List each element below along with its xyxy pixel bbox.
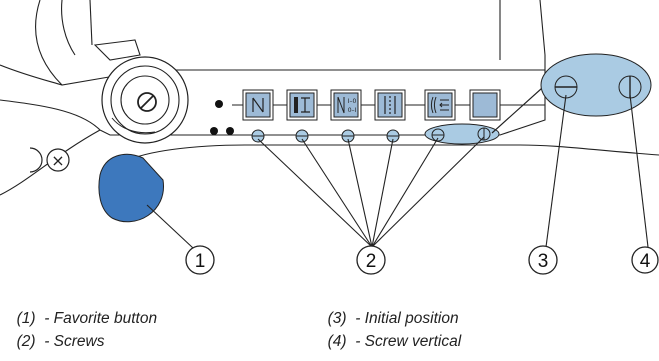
svg-text:4: 4 <box>640 251 651 272</box>
screw-4 <box>386 129 400 143</box>
side-bracket <box>29 147 43 173</box>
leader-2d <box>371 138 394 248</box>
legend-text: - Favorite button <box>44 310 158 327</box>
leader-1 <box>146 204 194 249</box>
legend-text: - Initial position <box>355 310 459 327</box>
legend-number: (3) <box>327 310 347 327</box>
leader-3 <box>545 94 567 248</box>
small-knob <box>46 148 70 172</box>
panel-button-4[interactable] <box>374 89 406 121</box>
legend-text: - Screws <box>44 333 105 350</box>
callout-2: 2 <box>356 245 386 275</box>
legend-item-1: (1) - Favorite button <box>8 292 157 328</box>
indicator-dots <box>210 100 234 135</box>
panel-button-2[interactable] <box>286 89 318 121</box>
bobbin-winder <box>93 39 189 144</box>
screw-highlight-large <box>540 53 652 117</box>
leader-2c <box>347 138 373 248</box>
legend-item-3: (3) - Initial position <box>319 292 459 328</box>
machine-outline <box>0 0 659 196</box>
button-row: I–0 0–I <box>242 89 501 121</box>
panel-button-5[interactable] <box>424 89 456 121</box>
screw-2 <box>295 129 309 143</box>
panel-button-1[interactable] <box>242 89 274 121</box>
svg-text:I–0: I–0 <box>348 98 357 105</box>
panel-button-6[interactable] <box>469 89 501 121</box>
legend-number: (2) <box>16 333 36 350</box>
legend-item-2: (2) - Screws <box>8 315 105 351</box>
svg-text:3: 3 <box>538 251 549 272</box>
legend-number: (1) <box>16 310 36 327</box>
legend-text: - Screw vertical <box>355 333 462 350</box>
leader-2b <box>301 138 373 248</box>
screw-5 <box>431 128 445 142</box>
leader-4 <box>629 94 649 248</box>
svg-text:0–I: 0–I <box>348 107 357 114</box>
leader-2a <box>257 138 373 248</box>
machine-panel-diagram: × I–0 0–I <box>0 0 659 275</box>
screw-1 <box>251 129 265 143</box>
leader-2e <box>371 137 439 248</box>
legend-number: (4) <box>327 333 347 350</box>
leader-lines <box>146 94 649 249</box>
callouts: 1 2 3 4 <box>185 245 659 275</box>
leader-2f <box>371 136 485 248</box>
svg-text:2: 2 <box>366 251 377 272</box>
legend-item-4: (4) - Screw vertical <box>319 315 462 351</box>
screw-6 <box>477 127 491 141</box>
screw-horizontal-large <box>554 75 578 99</box>
callout-4: 4 <box>631 246 659 274</box>
screw-vertical-large <box>618 75 642 99</box>
svg-text:1: 1 <box>195 251 206 272</box>
screw-3 <box>341 129 355 143</box>
callout-1: 1 <box>185 245 215 275</box>
small-knob-mark: × <box>51 151 64 170</box>
callout-3: 3 <box>528 245 558 275</box>
panel-button-3[interactable]: I–0 0–I <box>330 89 362 121</box>
